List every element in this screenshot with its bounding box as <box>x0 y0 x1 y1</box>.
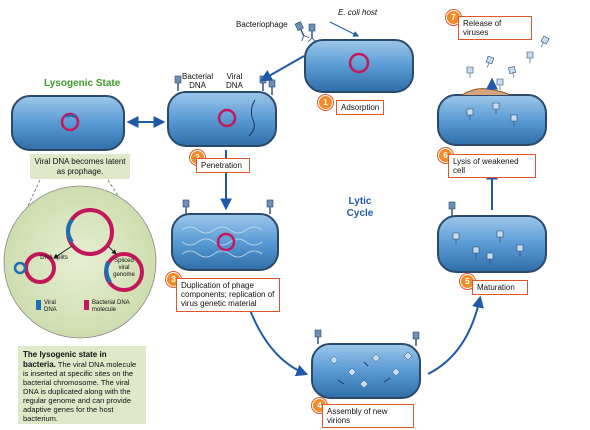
phage-icon <box>268 79 276 95</box>
phage-icon <box>448 201 456 216</box>
phage-icon <box>174 75 182 91</box>
step-6-label: Lysis of weakened cell <box>448 154 536 179</box>
cell-maturation <box>437 201 547 273</box>
dna-splits-label: DNA splits <box>40 255 68 261</box>
step-1-number: 1 <box>318 95 333 110</box>
released-viruses <box>466 35 550 90</box>
lysogenic-state-title: Lysogenic State <box>44 78 121 89</box>
lysogenic-note: The lysogenic state in bacteria. The vir… <box>18 346 146 424</box>
phage-icon <box>266 199 274 214</box>
cell-lysogenic <box>11 95 125 151</box>
spliced-viral-genome-label: Spliced viral genome <box>113 258 135 278</box>
step-4-label: Assembly of new virions <box>322 404 414 429</box>
cell-duplication <box>171 199 279 271</box>
cell-lysis <box>437 88 547 146</box>
bacterial-dna-label: Bacterial DNA <box>182 72 214 91</box>
phage-icon <box>294 21 310 42</box>
lytic-cycle-title: Lytic Cycle <box>346 196 374 219</box>
lysogenic-zoom-circle <box>3 179 157 339</box>
cell-assembly <box>311 329 421 399</box>
cell-adsorption <box>294 21 414 93</box>
legend-bacterial-dna: Bacterial DNA molecule <box>92 300 130 313</box>
step-5-label: Maturation <box>472 280 528 296</box>
phage-icon <box>314 329 322 344</box>
phage-icon <box>412 331 420 346</box>
cycle-arrows <box>126 21 498 377</box>
viral-dna-latent-caption: Viral DNA becomes latent as prophage. <box>30 154 130 180</box>
lysogenic-note-title: The lysogenic state in bacteria. <box>23 350 107 369</box>
step-1-label: Adsorption <box>336 100 384 116</box>
phage-icon <box>182 199 190 214</box>
phage-icon <box>307 23 317 43</box>
viral-dna-label: Viral DNA <box>226 72 243 91</box>
bacteriophage-label: Bacteriophage <box>236 20 288 29</box>
lysogenic-note-body: The viral DNA molecule is inserted at sp… <box>23 359 137 424</box>
step-2-label: Penetration <box>196 158 250 174</box>
step-7-label: Release of viruses <box>458 16 532 41</box>
step-3-label: Duplication of phage components; replica… <box>176 278 280 312</box>
legend-viral-dna: Viral DNA <box>44 300 57 313</box>
ecoli-host-label: E. coli host <box>338 8 378 17</box>
